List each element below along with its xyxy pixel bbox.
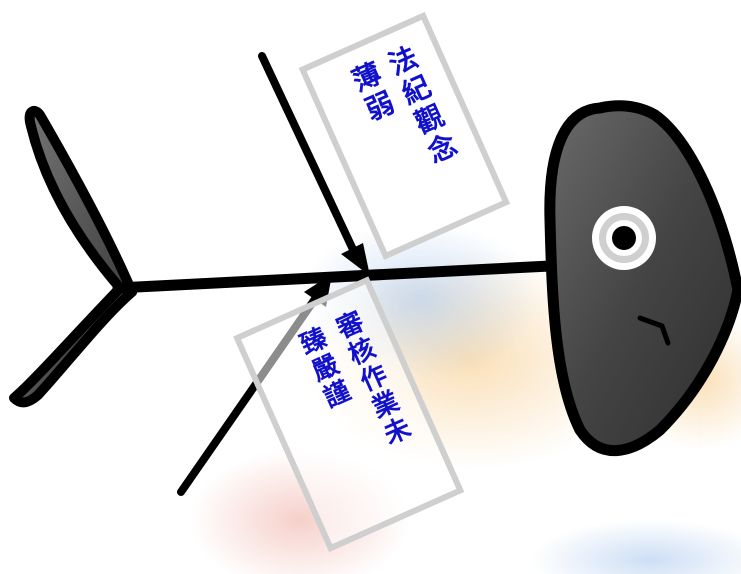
top-cause-box: 法紀觀念 薄弱	[298, 11, 511, 260]
fish-eye	[592, 206, 656, 270]
fish-tail	[9, 106, 137, 408]
fish-spine	[112, 259, 576, 294]
top-cause-arrow	[258, 52, 370, 276]
fish-mouth-mark	[637, 315, 671, 346]
fish-head	[544, 100, 741, 457]
bottom-cause-box: 審核作業未 臻嚴謹	[233, 276, 465, 553]
